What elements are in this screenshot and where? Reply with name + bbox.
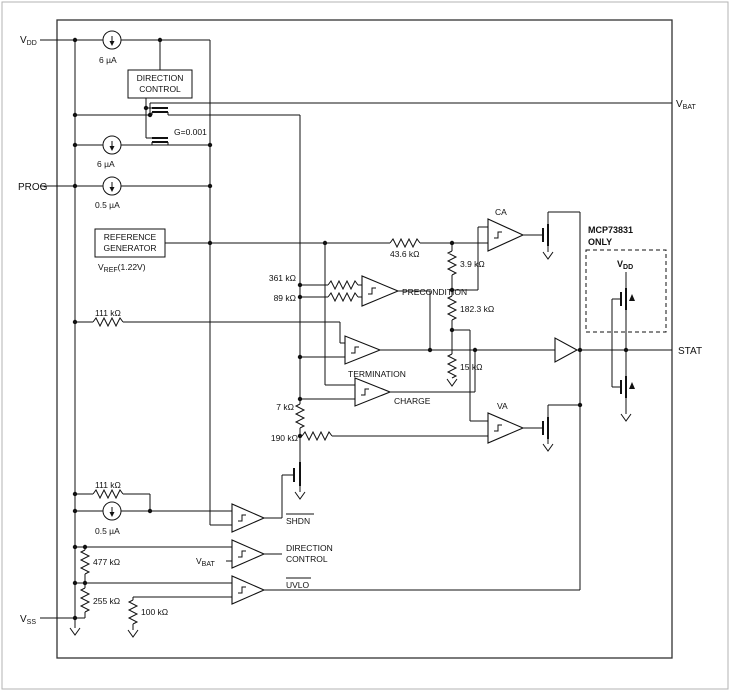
label-r15: 15 kΩ (460, 362, 482, 372)
current-source-05ua-1 (102, 176, 122, 196)
reference-generator-block (94, 228, 166, 258)
resistor-255k (79, 587, 91, 613)
mosfet-arrow-icon (629, 294, 635, 301)
ic-boundary (56, 19, 673, 659)
label-precondition: PRECONDITION (402, 287, 467, 297)
pin-vbat: VBAT (676, 99, 696, 111)
ground-symbols (69, 251, 632, 638)
current-source-05ua-2 (102, 501, 122, 521)
labels: VDD VBAT PROG VSS STAT 6 µA 6 µA 0.5 µA … (18, 35, 702, 626)
label-r255: 255 kΩ (93, 596, 120, 606)
resistor-7k (294, 403, 306, 429)
resistor-190k (301, 430, 333, 442)
label-cs2: 6 µA (97, 159, 115, 169)
label-r3_9: 3.9 kΩ (460, 259, 485, 269)
label-r477: 477 kΩ (93, 557, 120, 567)
resistor-182k (446, 295, 458, 321)
direction-control-block (127, 69, 193, 99)
label-r111b: 111 kΩ (95, 480, 121, 490)
resistor-symbols (79, 237, 458, 625)
direction-control-line1: DIRECTION (137, 73, 184, 83)
pin-vss: VSS (20, 614, 36, 626)
resistor-100k (127, 599, 139, 625)
current-source-6ua-2 (102, 135, 122, 155)
label-dir-line2: CONTROL (286, 554, 328, 564)
resistor-43k (389, 237, 421, 249)
overline-marks (286, 513, 314, 579)
label-shdn: SHDN (286, 516, 310, 526)
label-cs3: 0.5 µA (95, 200, 120, 210)
resistor-111k-b (92, 488, 124, 500)
resistor-477k (79, 549, 91, 575)
mcp73831-only-box (585, 249, 667, 333)
resistor-3_9k (446, 250, 458, 276)
precondition-comparator (361, 275, 400, 307)
direction-control-comparator (231, 539, 266, 569)
resistor-15k (446, 353, 458, 379)
current-source-6ua-1 (102, 30, 122, 50)
reference-generator-line1: REFERENCE (104, 232, 157, 242)
label-uvlo: UVLO (286, 580, 310, 590)
current-sources (102, 30, 122, 521)
label-va: VA (497, 401, 508, 411)
label-termination: TERMINATION (348, 369, 406, 379)
uvlo-comparator (231, 575, 266, 605)
ca-amplifier (487, 218, 525, 252)
label-cs4: 0.5 µA (95, 526, 120, 536)
label-r7: 7 kΩ (276, 402, 294, 412)
label-r43: 43.6 kΩ (390, 249, 420, 259)
pin-prog: PROG (18, 182, 48, 193)
stat-output-buffer (554, 337, 579, 363)
label-cs1: 6 µA (99, 55, 117, 65)
pin-stat: STAT (678, 346, 702, 357)
label-r89: 89 kΩ (274, 293, 296, 303)
comparators (231, 218, 579, 605)
ground-icon (542, 443, 554, 452)
ground-icon (294, 491, 306, 500)
ground-icon (446, 378, 458, 387)
label-charge: CHARGE (394, 396, 431, 406)
pin-vdd: VDD (20, 35, 37, 47)
wires (40, 39, 672, 630)
ground-icon (127, 629, 139, 638)
shdn-comparator (231, 503, 266, 533)
junction-dots (72, 37, 629, 621)
ground-icon (69, 627, 81, 636)
ground-icon (542, 251, 554, 260)
mosfet-bars (152, 107, 635, 486)
label-r111a: 111 kΩ (95, 308, 121, 318)
mosfet-arrow-icon (629, 382, 635, 389)
reference-generator-line2: GENERATOR (103, 243, 156, 253)
resistor-89k (327, 291, 359, 303)
label-gain: G=0.001 (174, 127, 207, 137)
label-vref: VREF(1.22V) (98, 262, 146, 274)
label-r190: 190 kΩ (271, 433, 298, 443)
label-mcp-vdd: VDD (617, 259, 633, 271)
label-mcp-only-line1: MCP73831 (588, 225, 633, 235)
va-amplifier (487, 412, 525, 444)
direction-control-line2: CONTROL (139, 84, 181, 94)
resistor-111k-a (92, 316, 124, 328)
label-dir-line1: DIRECTION (286, 543, 333, 553)
label-mcp-only-line2: ONLY (588, 237, 612, 247)
resistor-361k (327, 279, 359, 291)
ground-icon (620, 413, 632, 422)
label-r100: 100 kΩ (141, 607, 168, 617)
termination-comparator (344, 335, 382, 365)
label-r361: 361 kΩ (269, 273, 296, 283)
label-r182: 182.3 kΩ (460, 304, 494, 314)
charge-comparator (354, 377, 392, 407)
label-dir-vbat: VBAT (196, 556, 215, 568)
label-ca: CA (495, 207, 507, 217)
